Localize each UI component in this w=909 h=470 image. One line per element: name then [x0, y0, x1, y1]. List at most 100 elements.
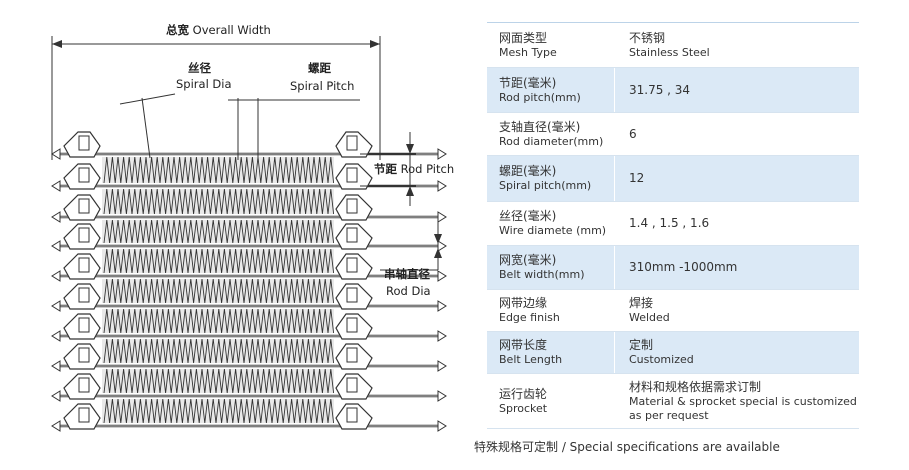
spiral-band — [102, 220, 334, 243]
spec-value: 31.75 , 34 — [629, 82, 691, 97]
spiral-coil — [103, 368, 335, 394]
spec-value: 定制 — [629, 338, 654, 352]
edge-link — [63, 253, 101, 280]
ow-arrow-right — [370, 40, 380, 48]
rod-dia-label-cn: 串轴直径 — [384, 267, 430, 281]
rod-end-left — [51, 360, 61, 372]
spiral-coil — [103, 278, 335, 304]
spec-label-en: Mesh Type — [499, 45, 557, 59]
edge-link — [63, 313, 101, 340]
edge-link — [335, 163, 373, 190]
spec-value-en: Material & sprocket special is customize… — [629, 394, 857, 422]
spec-label-en: Edge finish — [499, 311, 560, 324]
spiral-dia-label-cn: 丝径 — [188, 61, 211, 75]
rod-end-left — [51, 330, 61, 342]
link-slot — [346, 167, 358, 183]
overall-width-label: 总宽 Overall Width — [166, 23, 271, 37]
spec-label-en: Rod pitch(mm) — [499, 90, 581, 104]
spec-label-cn: 网带边缘 — [499, 296, 548, 310]
rod-end-right — [437, 211, 447, 223]
spec-label-en: Rod diameter(mm) — [499, 134, 604, 148]
edge-link — [63, 194, 101, 221]
spec-value: 6 — [629, 126, 637, 141]
ow-arrow-left — [52, 40, 62, 48]
spec-label-en: Belt width(mm) — [499, 268, 585, 281]
edge-link — [335, 343, 373, 370]
spec-row-rod-diameter: 支轴直径(毫米)Rod diameter(mm) 6 — [487, 113, 859, 156]
rod-end-left — [51, 211, 61, 223]
belt-drawing — [51, 36, 447, 432]
edge-link — [63, 131, 101, 158]
sd-leader — [141, 97, 151, 159]
edge-link — [335, 373, 373, 400]
edge-link — [63, 163, 101, 190]
rod-end-right — [437, 270, 447, 282]
rod-end-right — [437, 300, 447, 312]
edge-link — [63, 343, 101, 370]
spec-label-cn: 网带长度 — [499, 338, 548, 352]
link-slot — [346, 257, 358, 273]
rd-arrow-bottom — [434, 248, 442, 258]
link-slot — [346, 347, 358, 363]
spec-label-cn: 运行齿轮 — [499, 386, 548, 401]
spec-label-en: Spiral pitch(mm) — [499, 179, 592, 192]
spec-label-cn: 节距(毫米) — [499, 75, 557, 90]
spiral-coil — [103, 188, 335, 215]
link-slot — [346, 407, 358, 423]
link-slot — [346, 317, 358, 333]
rod-dia-label-en: Rod Dia — [386, 284, 431, 298]
rp-arrow-top — [406, 144, 414, 154]
spec-label-cn: 网宽(毫米) — [499, 253, 557, 267]
spec-value-en: Stainless Steel — [629, 45, 710, 59]
spec-row-wire-diameter: 丝径(毫米)Wire diamete (mm) 1.4 , 1.5 , 1.6 — [487, 202, 859, 246]
edge-link — [63, 283, 101, 310]
spec-value: 12 — [629, 171, 645, 185]
link-slot — [346, 135, 358, 151]
edge-link — [335, 223, 373, 250]
spiral-coil — [103, 308, 335, 334]
spiral-dia-label-en: Spiral Dia — [176, 77, 232, 91]
edge-link — [335, 253, 373, 280]
spec-row-rod-pitch: 节距(毫米)Rod pitch(mm) 31.75 , 34 — [487, 68, 859, 113]
link-slot — [78, 377, 90, 393]
spiral-pitch-label-cn: 螺距 — [308, 61, 331, 75]
link-slot — [78, 317, 90, 333]
link-slot — [78, 407, 90, 423]
rod-end-right — [437, 330, 447, 342]
edge-link — [335, 313, 373, 340]
link-slot — [346, 287, 358, 303]
edge-link — [335, 283, 373, 310]
rod-end-left — [51, 300, 61, 312]
spec-label-cn: 支轴直径(毫米) — [499, 119, 581, 134]
edge-link — [335, 194, 373, 221]
spec-value: 不锈钢 — [629, 30, 666, 45]
rod-end-left — [51, 390, 61, 402]
belt-diagram: 总宽 Overall Width 丝径 Spiral Dia 螺距 Spiral… — [51, 23, 454, 432]
spec-value-en: Welded — [629, 311, 670, 324]
spec-label-en: Belt Length — [499, 353, 563, 366]
rod-end-left — [51, 270, 61, 282]
spiral-coil — [103, 248, 335, 274]
edge-link — [335, 403, 373, 430]
special-spec-note: 特殊规格可定制 / Special specifications are ava… — [474, 440, 780, 454]
link-slot — [78, 198, 90, 214]
link-slot — [78, 257, 90, 273]
spec-value: 焊接 — [629, 296, 654, 310]
rod-end-right — [437, 360, 447, 372]
spiral-coil — [103, 398, 335, 424]
spec-value-en: Customized — [629, 353, 694, 366]
spiral-pitch-label-en: Spiral Pitch — [290, 79, 355, 93]
rod-end-right — [437, 420, 447, 432]
rd-arrow-top — [434, 234, 442, 244]
spec-value: 材料和规格依据需求订制 — [629, 379, 762, 394]
link-slot — [78, 167, 90, 183]
spec-row-belt-width: 网宽(毫米)Belt width(mm) 310mm -1000mm — [487, 246, 859, 290]
rod-end-left — [51, 420, 61, 432]
rod-end-right — [437, 240, 447, 252]
spiral-coil — [103, 338, 335, 364]
link-slot — [78, 227, 90, 243]
rod-end-right — [437, 180, 447, 192]
